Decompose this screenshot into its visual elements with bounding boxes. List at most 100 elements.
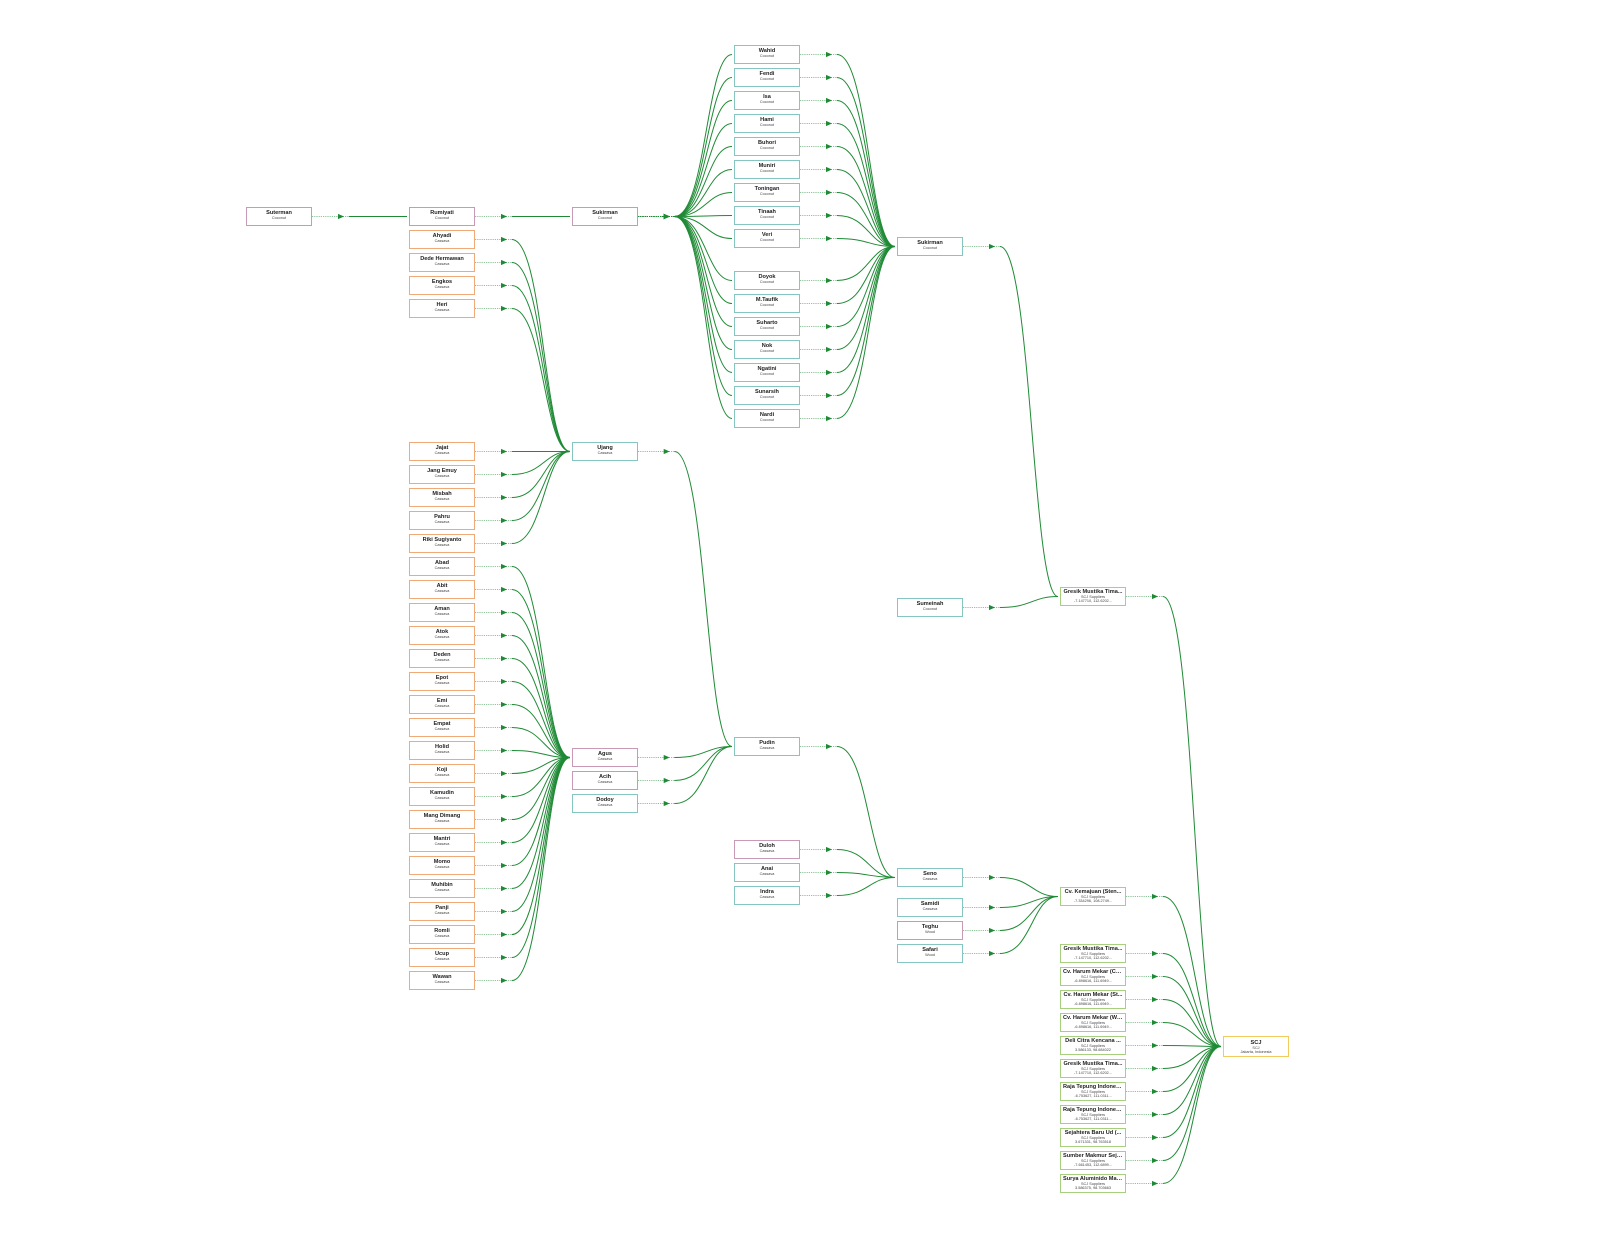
edge-arrow — [501, 977, 508, 984]
node-sublabel: Coconut — [759, 349, 775, 353]
node-gresik_b1[interactable]: Gresik Mustika Tima...SCJ Suppliers-7.14… — [1060, 944, 1126, 963]
node-sublabel: SCJ — [1252, 1046, 1260, 1050]
node-raja1[interactable]: Raja Tepung Indones...SCJ Suppliers-6.75… — [1060, 1082, 1126, 1101]
edge-curve — [1162, 1046, 1222, 1115]
node-sublabel: Coconut — [759, 169, 775, 173]
node-raja2[interactable]: Raja Tepung Indones...SCJ Suppliers-6.75… — [1060, 1105, 1126, 1124]
edge-curve — [674, 77, 733, 217]
edge-curve — [999, 896, 1059, 954]
node-sublabel: Cassava — [759, 895, 775, 899]
node-sublabel: Cassava — [434, 658, 450, 662]
node-harum2[interactable]: Cv. Harum Mekar (St...SCJ Suppliers-6.89… — [1060, 990, 1126, 1009]
node-harum1[interactable]: Cv. Harum Mekar (Co...SCJ Suppliers-6.89… — [1060, 967, 1126, 986]
edge-arrow — [826, 277, 833, 284]
edge-arrow — [501, 517, 508, 524]
node-gresik_top[interactable]: Gresik Mustika Tima...SCJ Suppliers-7.14… — [1060, 587, 1126, 606]
node-harum3[interactable]: Cv. Harum Mekar (Wo...SCJ Suppliers-6.89… — [1060, 1013, 1126, 1032]
edge-arrow — [826, 323, 833, 330]
node-gresik_b2[interactable]: Gresik Mustika Tima...SCJ Suppliers-7.14… — [1060, 1059, 1126, 1078]
edge-arrow — [826, 392, 833, 399]
edge-arrow — [501, 954, 508, 961]
edge-arrow — [501, 236, 508, 243]
node-sublabel: SCJ Suppliers — [1080, 975, 1106, 979]
node-sublabel: -6.898616, 111.6949... — [1074, 979, 1112, 984]
edge-curve — [1162, 1046, 1222, 1092]
edge-arrow — [826, 51, 833, 58]
edge-curve — [836, 746, 896, 878]
edge-curve — [999, 896, 1059, 931]
edge-curve — [836, 877, 896, 896]
node-sumber[interactable]: Sumber Makmur Sejah...SCJ Suppliers-7.66… — [1060, 1151, 1126, 1170]
node-sublabel: Cassava — [434, 262, 450, 266]
edge-curve — [836, 849, 896, 878]
node-sublabel: Cassava — [434, 865, 450, 869]
node-kemajuan[interactable]: Cv. Kemajuan (Sten...SCJ Suppliers-7.334… — [1060, 887, 1126, 906]
